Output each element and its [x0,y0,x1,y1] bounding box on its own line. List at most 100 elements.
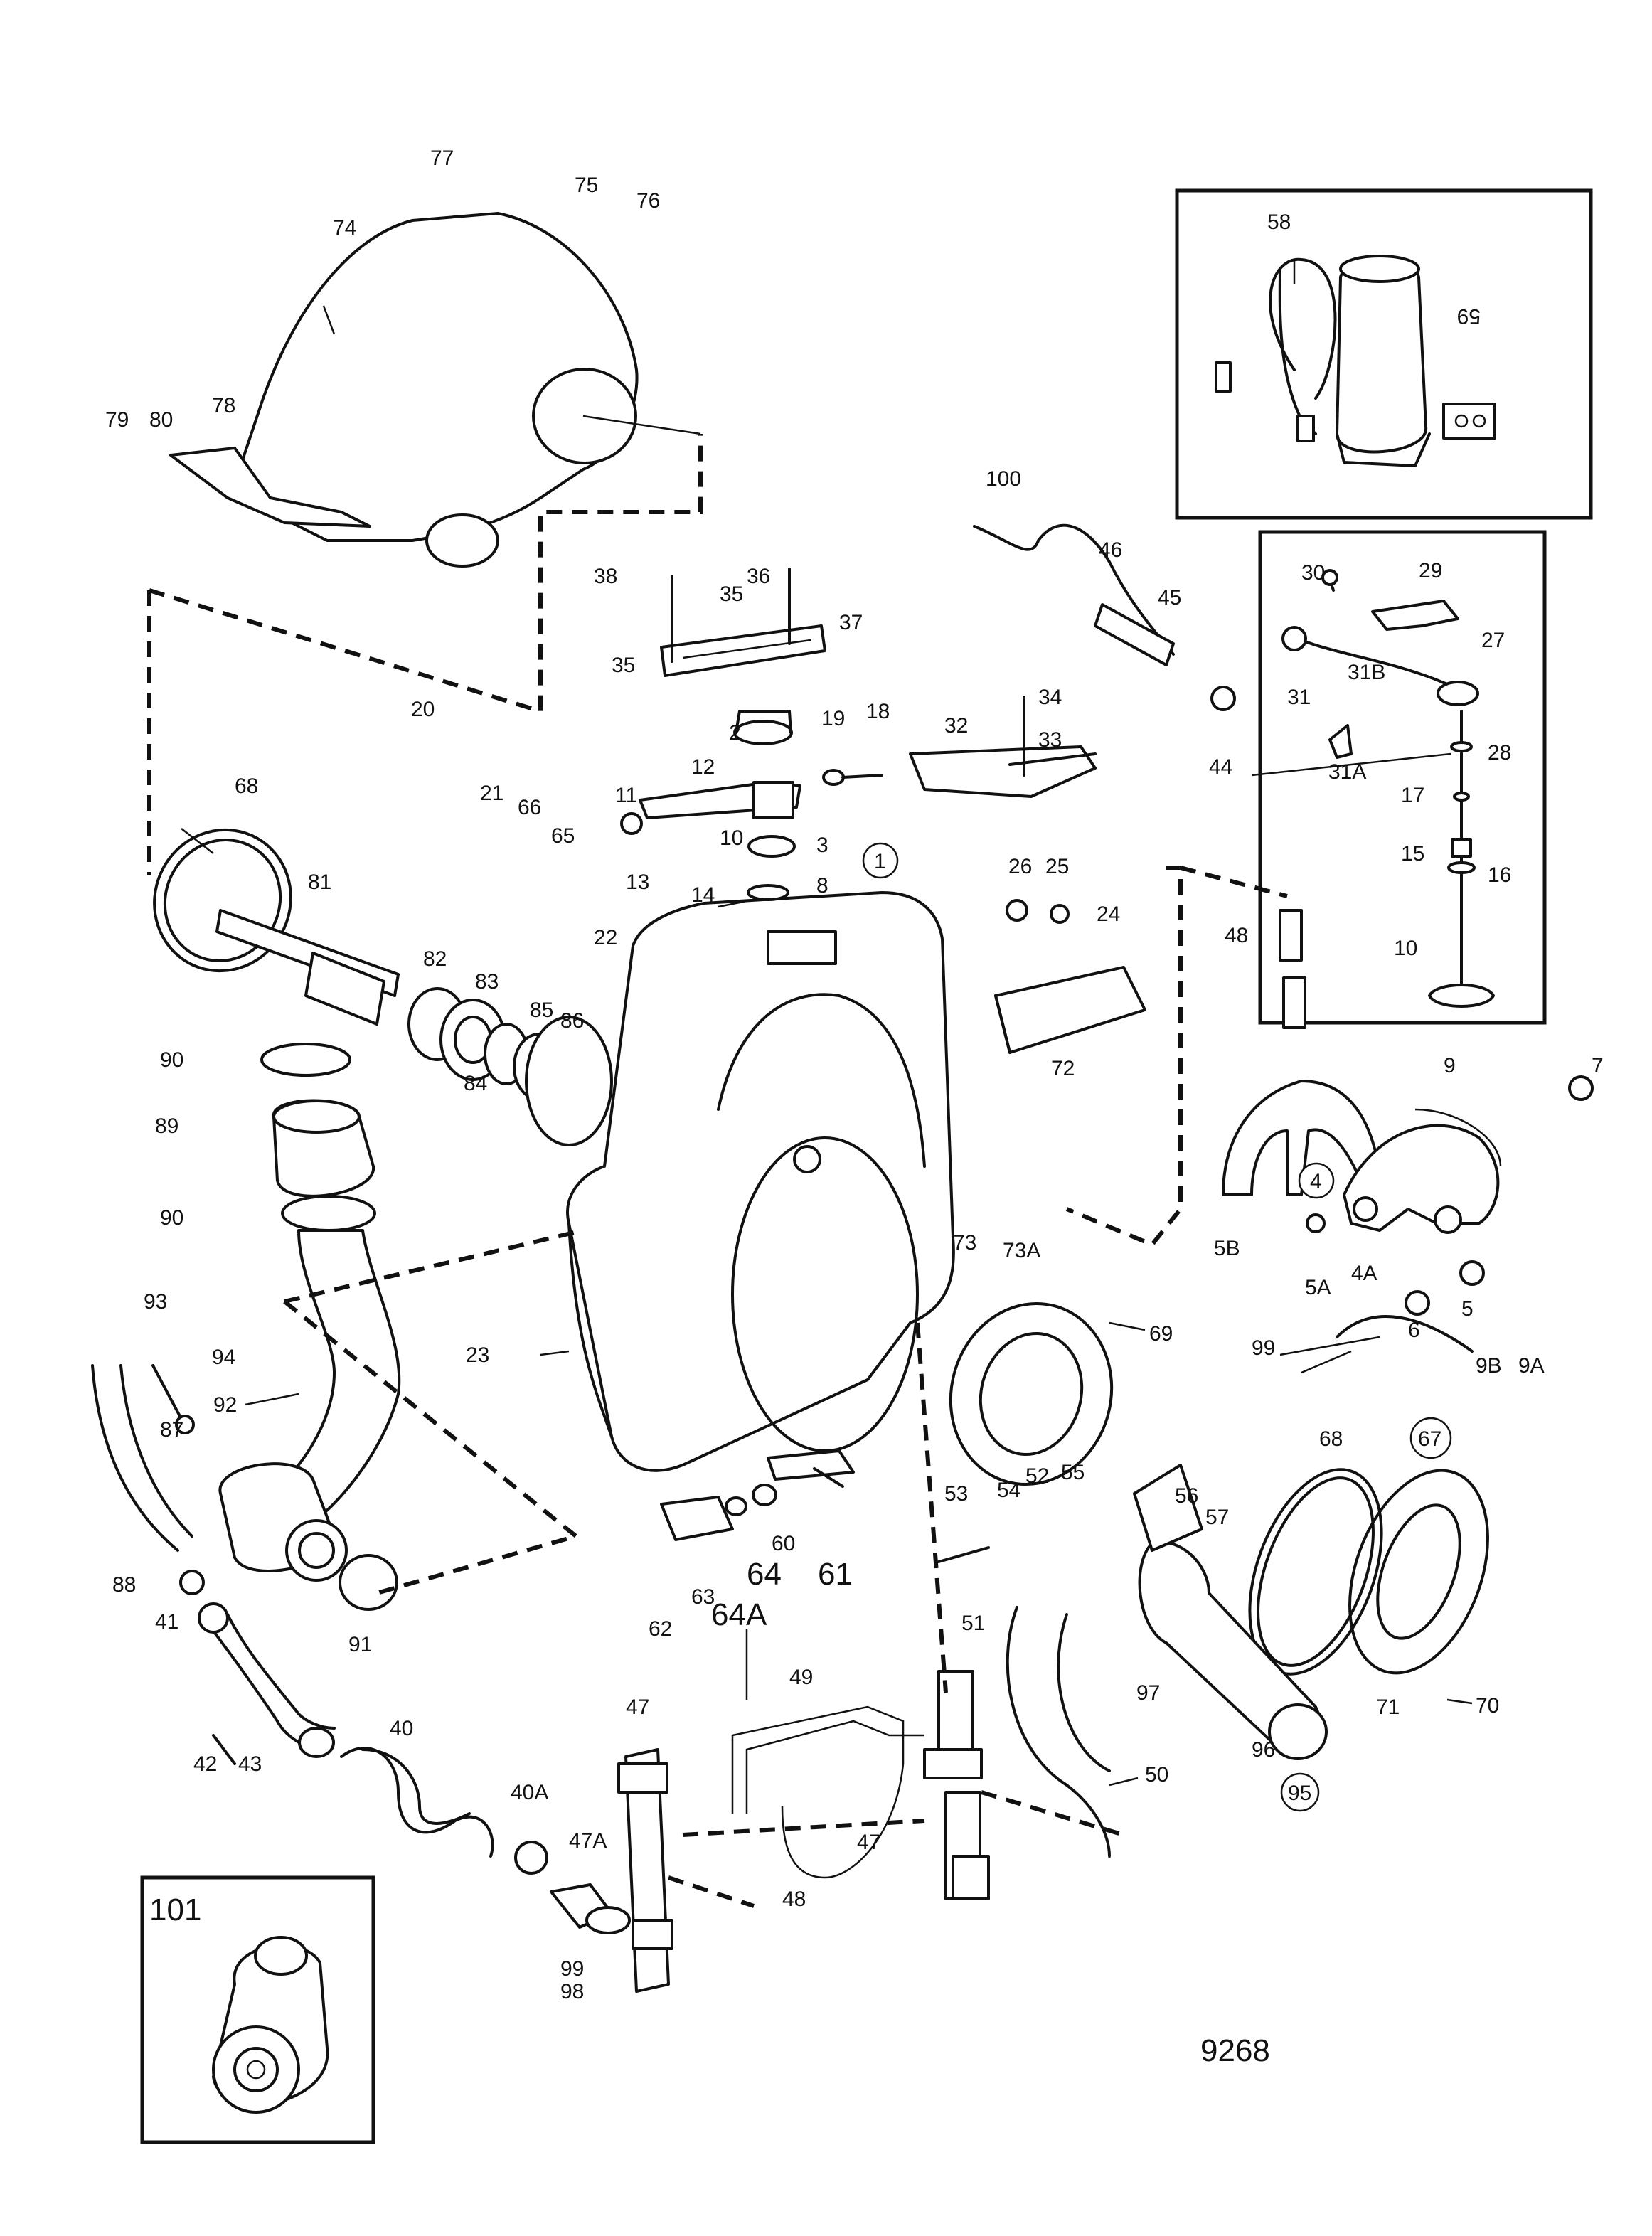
label-81: 81 [308,871,331,894]
label-98: 98 [560,1980,584,2003]
label-51: 51 [961,1612,985,1635]
label-59: 59 [1457,304,1481,328]
label-33: 33 [1038,728,1062,752]
label-72: 72 [1051,1057,1075,1080]
label-67-circle [1409,1417,1452,1459]
label-46: 46 [1099,538,1122,562]
hydraulic-cylinders [617,1546,1111,1993]
tiller-part-32 [909,696,1097,798]
label-84: 84 [464,1072,487,1095]
label-77: 77 [430,147,454,170]
inset-box-trim-sender [1258,530,1547,1025]
label-49: 49 [789,1666,813,1689]
label-37: 37 [839,611,863,634]
label-4: 4 [1310,1170,1322,1193]
label-29: 29 [1419,559,1442,582]
label-10-right: 10 [1394,937,1417,960]
label-36: 36 [747,565,770,588]
label-3: 3 [816,834,828,857]
label-48-top: 48 [1225,924,1248,947]
label-95: 95 [1288,1782,1311,1805]
label-75: 75 [575,174,598,197]
cooling-hose-group [198,1602,631,1934]
label-17: 17 [1401,784,1424,807]
label-100: 100 [986,467,1021,491]
label-34: 34 [1038,686,1062,709]
label-87: 87 [160,1418,183,1442]
label-99-right: 99 [1252,1336,1275,1360]
label-74: 74 [333,216,356,240]
label-35-left: 35 [612,654,635,677]
label-99-bottom: 99 [560,1957,584,1981]
label-48-bottom: 48 [782,1888,806,1911]
label-42: 42 [193,1752,217,1776]
label-10-left: 10 [720,826,743,850]
label-9B: 9B [1476,1354,1502,1378]
label-83: 83 [475,970,499,994]
label-47-left: 47 [626,1695,649,1719]
label-47-right: 47 [857,1831,880,1854]
drive-shaft-group [153,828,613,1146]
label-27: 27 [1481,629,1505,652]
label-82: 82 [423,947,447,971]
label-40A: 40A [511,1781,548,1804]
gimbal-ring-part-4 [1222,909,1594,1316]
label-88: 88 [112,1573,136,1597]
label-90-top: 90 [160,1048,183,1072]
label-50: 50 [1145,1763,1168,1787]
label-1-circle [862,842,899,879]
label-16: 16 [1488,863,1511,887]
label-15: 15 [1401,842,1424,866]
diagram-number: 9268 [1200,2033,1270,2068]
label-4-circle [1298,1162,1335,1199]
label-79: 79 [105,408,129,432]
label-47A: 47A [569,1829,607,1853]
label-54: 54 [997,1479,1020,1502]
label-22: 22 [594,926,617,949]
inset-box-power-steering-pump [140,1875,375,2144]
label-5: 5 [1461,1297,1474,1321]
label-86: 86 [560,1009,584,1033]
label-53: 53 [944,1482,968,1506]
label-11: 11 [615,784,637,807]
label-5B: 5B [1214,1237,1240,1260]
label-24: 24 [1097,903,1120,926]
label-31B: 31B [1348,661,1385,684]
label-23: 23 [466,1343,489,1367]
label-60: 60 [772,1532,795,1555]
label-20: 20 [411,698,435,721]
label-21: 21 [480,782,503,805]
label-90-bottom: 90 [160,1206,183,1230]
label-43: 43 [238,1752,262,1776]
bracket-parts-60-63 [660,1449,855,1541]
label-91: 91 [348,1633,372,1656]
label-92: 92 [213,1393,237,1417]
pivot-assembly-parts-2-3 [620,710,883,901]
label-1: 1 [874,850,886,873]
label-56: 56 [1175,1484,1198,1508]
label-58: 58 [1267,211,1291,234]
label-2: 2 [729,721,741,745]
label-45: 45 [1158,586,1181,609]
label-68-left: 68 [235,774,258,798]
label-6: 6 [1408,1319,1420,1342]
label-68-right: 68 [1319,1427,1343,1451]
label-85: 85 [530,999,553,1022]
label-61: 61 [818,1557,853,1592]
label-57: 57 [1205,1506,1229,1529]
label-9: 9 [1444,1054,1456,1077]
label-31A: 31A [1328,760,1366,784]
label-96: 96 [1252,1738,1275,1762]
label-80: 80 [149,408,173,432]
label-38: 38 [594,565,617,588]
label-44: 44 [1209,755,1232,779]
upper-housing-part-74 [169,212,701,568]
label-76: 76 [636,189,660,213]
label-28: 28 [1488,741,1511,765]
label-19: 19 [821,707,845,730]
label-95-circle [1280,1772,1320,1812]
leader-lines [181,260,1473,1787]
exhaust-group [91,1043,401,1611]
label-7: 7 [1592,1054,1604,1077]
steering-arm-part-35 [660,568,826,677]
